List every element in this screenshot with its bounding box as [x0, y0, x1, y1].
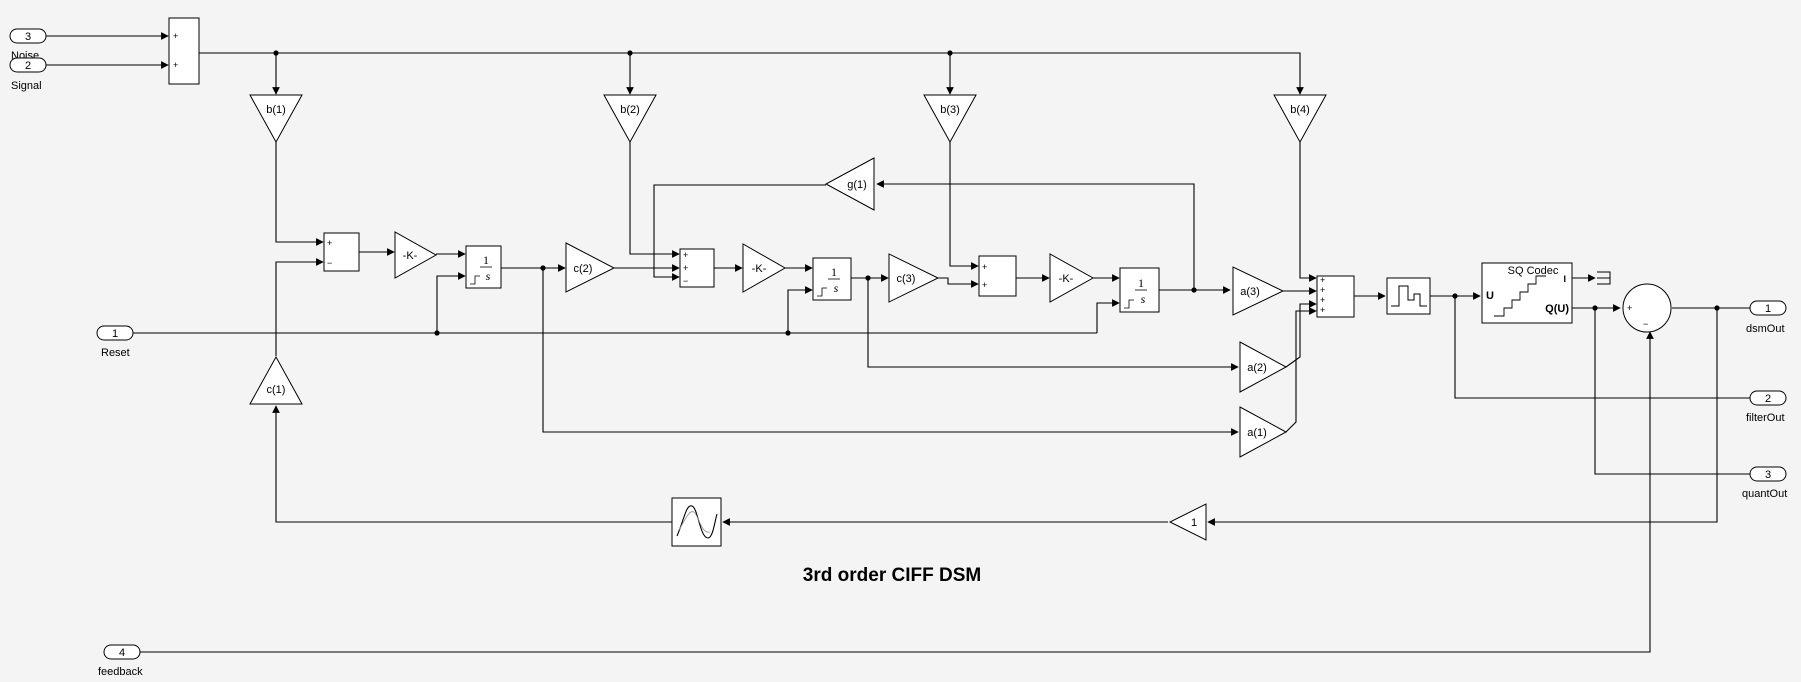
error-sum-sign-1: + — [1627, 303, 1632, 313]
gain-b4-label: b(4) — [1290, 104, 1310, 116]
integrator-1[interactable]: 1 s — [465, 245, 502, 289]
inport-noise[interactable]: 3 Noise — [9, 28, 47, 62]
integrator-2-num: 1 — [831, 265, 837, 279]
inport-signal[interactable]: 2 Signal — [9, 57, 47, 92]
gain-b4[interactable]: b(4) — [1273, 94, 1327, 144]
integrator-3[interactable]: 1 s — [1119, 267, 1160, 313]
inport-noise-number: 3 — [25, 31, 31, 43]
inport-reset-number: 1 — [112, 328, 118, 340]
gain-feedback-one[interactable]: 1 — [1168, 503, 1207, 541]
integrator-3-num: 1 — [1138, 276, 1144, 290]
gain-k-stage1-label: -K- — [403, 250, 418, 262]
outport-dsmout-number: 1 — [1765, 303, 1771, 315]
gain-b3[interactable]: b(3) — [923, 94, 977, 144]
input-sum-sign-1: + — [173, 31, 178, 41]
outport-dsmout[interactable]: 1 dsmOut — [1746, 300, 1787, 335]
gain-c3-label: c(3) — [897, 273, 916, 285]
inport-reset-label: Reset — [101, 347, 130, 359]
sq-codec-block[interactable]: SQ Codec U Q(U) I — [1481, 262, 1573, 324]
outport-quantout-label: quantOut — [1742, 488, 1787, 500]
gain-a1-label: a(1) — [1247, 427, 1267, 439]
gain-a3-label: a(3) — [1240, 286, 1260, 298]
sum-stage1[interactable]: + − — [323, 232, 360, 272]
dac-filter-block[interactable] — [671, 497, 722, 547]
gain-b3-label: b(3) — [940, 104, 960, 116]
gain-g1-label: g(1) — [847, 179, 867, 191]
zoh-step-icon — [1391, 285, 1427, 307]
input-sum-sign-2: + — [173, 60, 178, 70]
junctions — [273, 50, 1720, 336]
codec-title: SQ Codec — [1508, 265, 1559, 277]
gain-k-stage3[interactable]: -K- — [1049, 253, 1095, 303]
staircase-icon — [1494, 275, 1546, 317]
gain-c2-label: c(2) — [574, 263, 593, 275]
gain-feedback-one-label: 1 — [1191, 517, 1197, 529]
sum-stage2-sign-2: + — [683, 263, 688, 273]
gain-a1[interactable]: a(1) — [1239, 406, 1288, 458]
gain-g1[interactable]: g(1) — [824, 157, 875, 211]
outport-filterout[interactable]: 2 filterOut — [1746, 390, 1787, 424]
outport-filterout-label: filterOut — [1746, 412, 1785, 424]
sum-stage3[interactable]: + + — [978, 255, 1017, 297]
waveform-icon — [676, 505, 718, 539]
gain-a2-label: a(2) — [1247, 362, 1267, 374]
integrator-1-den: s — [486, 269, 491, 283]
gain-k-stage2-label: -K- — [752, 263, 767, 275]
integrator-2-den: s — [834, 281, 839, 295]
gain-a3[interactable]: a(3) — [1232, 266, 1285, 316]
gain-b1[interactable]: b(1) — [249, 94, 303, 144]
inport-signal-label: Signal — [11, 80, 42, 92]
terminator[interactable] — [1597, 271, 1611, 285]
integrator-3-den: s — [1141, 292, 1146, 306]
codec-output-i-label: I — [1563, 274, 1566, 284]
gain-k-stage3-label: -K- — [1059, 273, 1074, 285]
sum-output[interactable]: + + + + — [1316, 275, 1355, 318]
gain-k-stage2[interactable]: -K- — [742, 243, 787, 293]
sum-output-sign-4: + — [1320, 305, 1325, 315]
sum-stage1-sign-1: + — [327, 238, 332, 248]
codec-input-label: U — [1486, 290, 1494, 302]
inport-feedback-number: 4 — [119, 647, 125, 659]
gain-c1[interactable]: c(1) — [249, 355, 303, 405]
reset-icon — [817, 287, 827, 297]
inport-reset[interactable]: 1 Reset — [96, 325, 134, 359]
gain-b2-label: b(2) — [620, 104, 640, 116]
input-sum-block[interactable]: + + — [168, 17, 200, 85]
gain-c2[interactable]: c(2) — [565, 242, 616, 293]
error-sum-circle[interactable]: + − — [1622, 283, 1672, 333]
outport-dsmout-label: dsmOut — [1746, 323, 1785, 335]
error-sum-sign-2: − — [1643, 319, 1648, 329]
sum-stage2-sign-3: − — [683, 276, 688, 286]
gain-a2[interactable]: a(2) — [1239, 341, 1288, 393]
signal-lines — [46, 32, 1765, 653]
reset-icon — [1124, 299, 1134, 309]
outport-quantout-number: 3 — [1765, 469, 1771, 481]
sum-output-sign-2: + — [1320, 285, 1325, 295]
gain-k-stage1[interactable]: -K- — [394, 231, 438, 279]
sum-stage3-sign-1: + — [982, 262, 987, 272]
inport-signal-number: 2 — [25, 60, 31, 72]
zero-order-hold[interactable] — [1386, 277, 1431, 315]
gain-b1-label: b(1) — [266, 104, 286, 116]
outport-quantout[interactable]: 3 quantOut — [1742, 466, 1787, 500]
integrator-2[interactable]: 1 s — [812, 257, 852, 301]
gain-b2[interactable]: b(2) — [603, 94, 657, 144]
reset-icon — [470, 275, 480, 285]
inport-feedback-label: feedback — [98, 666, 143, 678]
outport-filterout-number: 2 — [1765, 393, 1771, 405]
sum-output-sign-3: + — [1320, 295, 1325, 305]
codec-output-q-label: Q(U) — [1545, 303, 1569, 315]
gain-c3[interactable]: c(3) — [888, 253, 940, 303]
gain-c1-label: c(1) — [267, 384, 286, 396]
sum-stage3-sign-2: + — [982, 280, 987, 290]
sum-output-sign-1: + — [1320, 275, 1325, 285]
sum-stage1-sign-2: − — [327, 258, 332, 268]
diagram-title: 3rd order CIFF DSM — [803, 565, 981, 586]
inport-feedback[interactable]: 4 feedback — [98, 644, 143, 678]
sum-stage2[interactable]: + + − — [679, 248, 715, 288]
sum-stage2-sign-1: + — [683, 250, 688, 260]
integrator-1-num: 1 — [483, 253, 489, 267]
